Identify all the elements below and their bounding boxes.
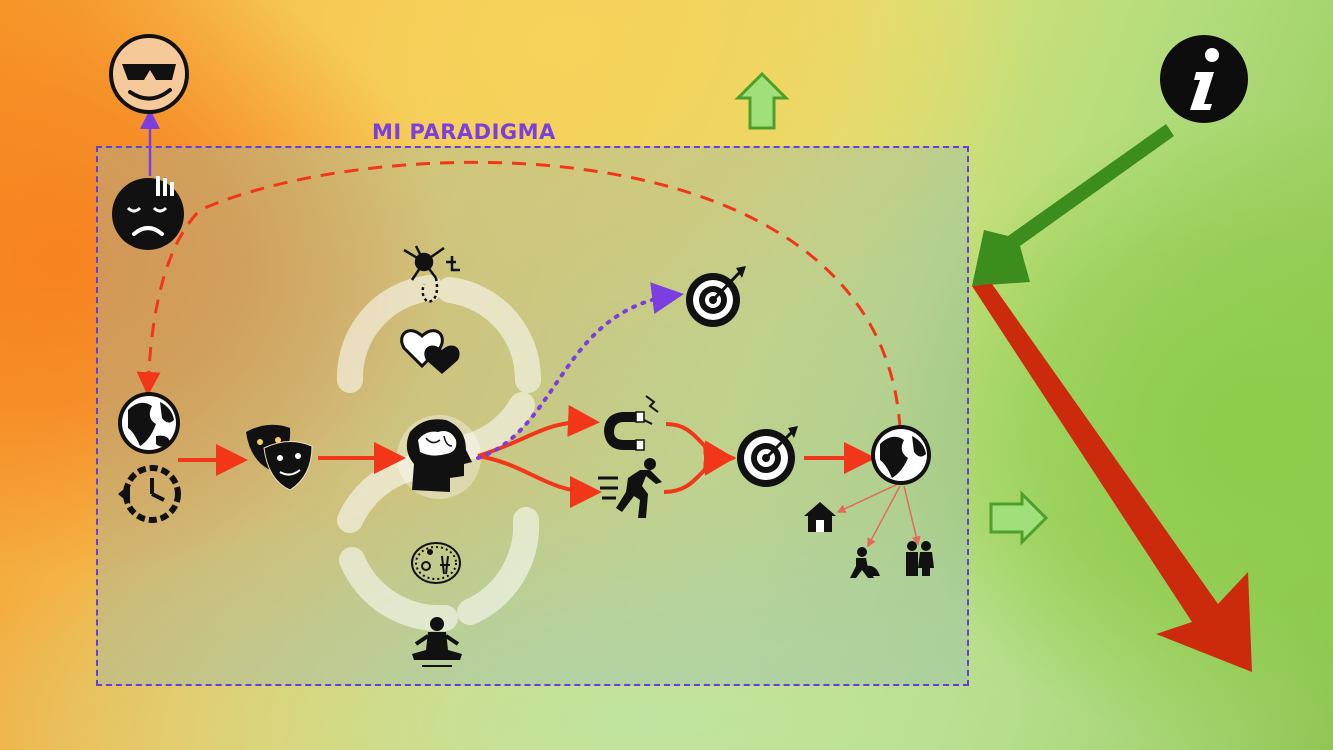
globe-icon (871, 425, 931, 485)
arrow-globe-to-house (836, 483, 899, 513)
sad-face-icon (112, 176, 184, 250)
arrow-globe-to-couple (903, 485, 921, 546)
couple-icon (906, 541, 934, 576)
diagram-title: MI PARADIGMA (372, 120, 556, 144)
brain-head-icon (406, 419, 472, 492)
info-icon (1160, 35, 1248, 123)
magnet-icon (604, 395, 659, 451)
theater-masks-icon (246, 424, 313, 491)
arrow-runner-to-target (663, 443, 736, 494)
arrow-brain-to-magnet (477, 405, 600, 458)
cycle-arrows-bottom (337, 453, 540, 632)
hearts-icon (400, 329, 460, 374)
green-pointer-arrow (972, 124, 1174, 286)
worker-icon (850, 547, 880, 578)
arrow-magnet-to-target (665, 422, 736, 473)
target-icon (686, 266, 746, 327)
big-red-arrow (972, 284, 1252, 672)
running-person-icon (598, 458, 662, 518)
house-icon (804, 502, 836, 532)
arrow-globe-to-worker (867, 485, 901, 548)
target-icon (737, 426, 798, 487)
arrow-brain-to-runner (477, 454, 602, 508)
feedback-dashed-arc (136, 160, 902, 429)
right-outline-arrow (989, 490, 1049, 546)
cell-icon (411, 542, 461, 584)
dotted-path-to-goal (476, 282, 684, 460)
clock-history-icon (118, 465, 181, 523)
neuron-icon (403, 245, 460, 304)
up-outline-arrow (734, 71, 790, 130)
globe-icon (118, 392, 180, 454)
meditation-icon (412, 617, 462, 667)
happy-sunglasses-face-icon (109, 34, 189, 114)
